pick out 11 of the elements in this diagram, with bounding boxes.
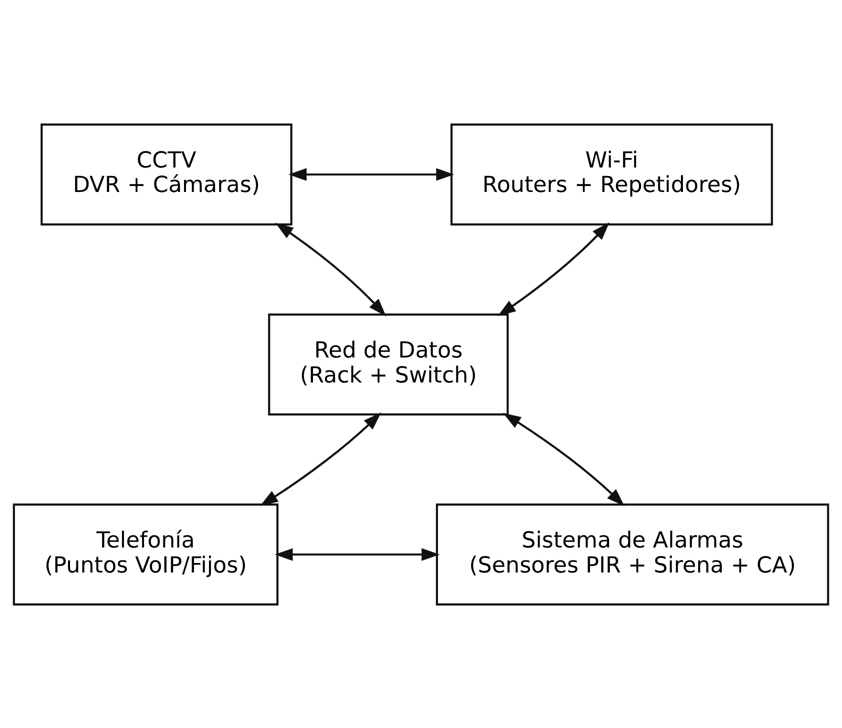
arrow xyxy=(498,222,610,316)
node-box: Red de Datos (Rack + Switch) xyxy=(268,313,509,415)
arrow xyxy=(260,412,382,506)
node-box: Sistema de Alarmas (Sensores PIR + Sirena + CA) xyxy=(436,503,830,605)
arrow xyxy=(274,548,440,560)
node-box: CCTV DVR + Cámaras) xyxy=(40,123,292,225)
node-box: Telefonía (Puntos VoIP/Fijos) xyxy=(12,503,278,605)
arrow xyxy=(275,222,386,316)
arrow xyxy=(288,168,454,180)
arrow xyxy=(502,412,625,506)
node-box: Wi-Fi Routers + Repetidores) xyxy=(450,123,773,225)
